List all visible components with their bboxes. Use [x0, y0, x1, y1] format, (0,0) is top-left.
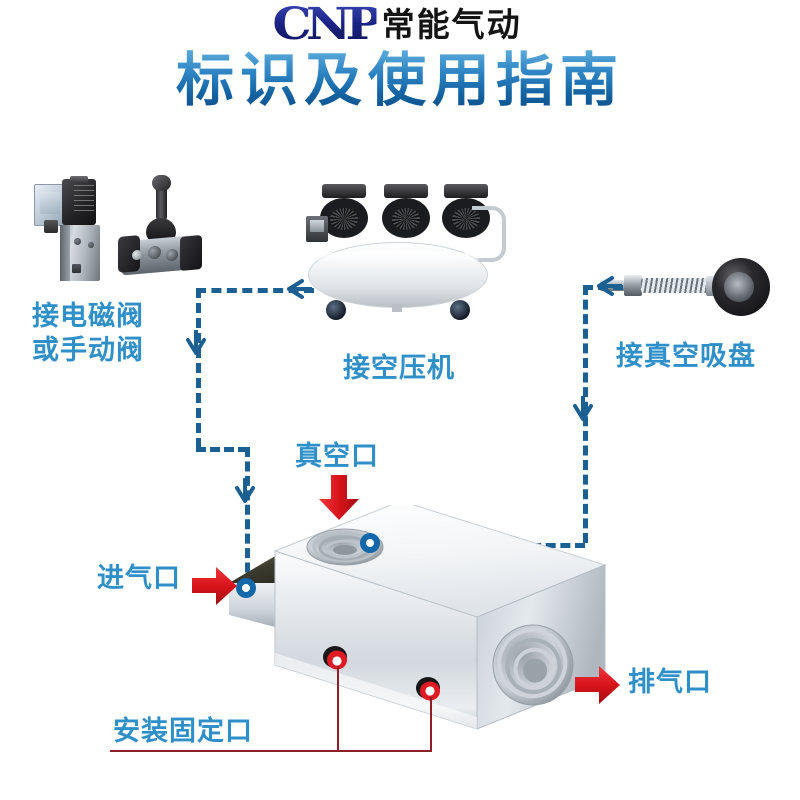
- mounting-hole-2: [416, 677, 440, 701]
- arrow-to-compressor-icon: [287, 279, 312, 299]
- vacuum-generator-block: [215, 500, 615, 755]
- solenoid-valve-image: [34, 176, 104, 281]
- label-suction-cup: 接真空吸盘: [616, 341, 756, 372]
- mounting-leader-base: [110, 750, 432, 752]
- dash-path-inlet-top: [196, 288, 314, 293]
- inlet-port-connector-marker: [236, 578, 256, 598]
- mounting-leader-2: [430, 697, 432, 751]
- dash-path-inlet-drop: [245, 447, 250, 587]
- label-vacuum-port: 真空口: [295, 441, 379, 472]
- label-compressor: 接空压机: [343, 353, 455, 384]
- dash-path-inlet-vertical: [196, 288, 201, 448]
- air-compressor-image: [300, 180, 506, 340]
- page-header: CNP 常能气动 标识及使用指南: [0, 0, 800, 120]
- label-inlet-port: 进气口: [97, 563, 181, 594]
- mounting-leader-1: [337, 666, 339, 751]
- cnp-logo: CNP: [272, 0, 383, 50]
- label-mounting-holes: 安装固定口: [113, 716, 253, 747]
- exhaust-port-arrow-icon: [575, 666, 620, 704]
- page-title: 标识及使用指南: [0, 46, 800, 114]
- inlet-port-arrow-icon: [192, 567, 237, 605]
- company-name: 常能气动: [381, 5, 522, 44]
- arrow-down-inlet-icon: [186, 330, 206, 355]
- brand-row: CNP 常能气动: [0, 2, 800, 48]
- label-solenoid-line2: 或手动阀: [32, 335, 144, 366]
- mounting-hole-1: [323, 646, 347, 670]
- vacuum-port-arrow-icon: [319, 475, 359, 520]
- arrow-down-inlet2-icon: [235, 478, 255, 503]
- arrow-to-suction-cup-icon: [597, 276, 622, 296]
- label-solenoid: 接电磁阀 或手动阀: [32, 300, 144, 368]
- vacuum-port-connector-marker: [360, 533, 380, 553]
- dash-path-inlet-jog: [196, 447, 248, 452]
- arrow-down-vacuum-icon: [573, 396, 593, 421]
- label-exhaust-port: 排气口: [628, 667, 712, 698]
- vacuum-suction-cup-image: [600, 258, 775, 320]
- manual-lever-valve-image: [116, 175, 202, 278]
- label-solenoid-line1: 接电磁阀: [32, 301, 144, 332]
